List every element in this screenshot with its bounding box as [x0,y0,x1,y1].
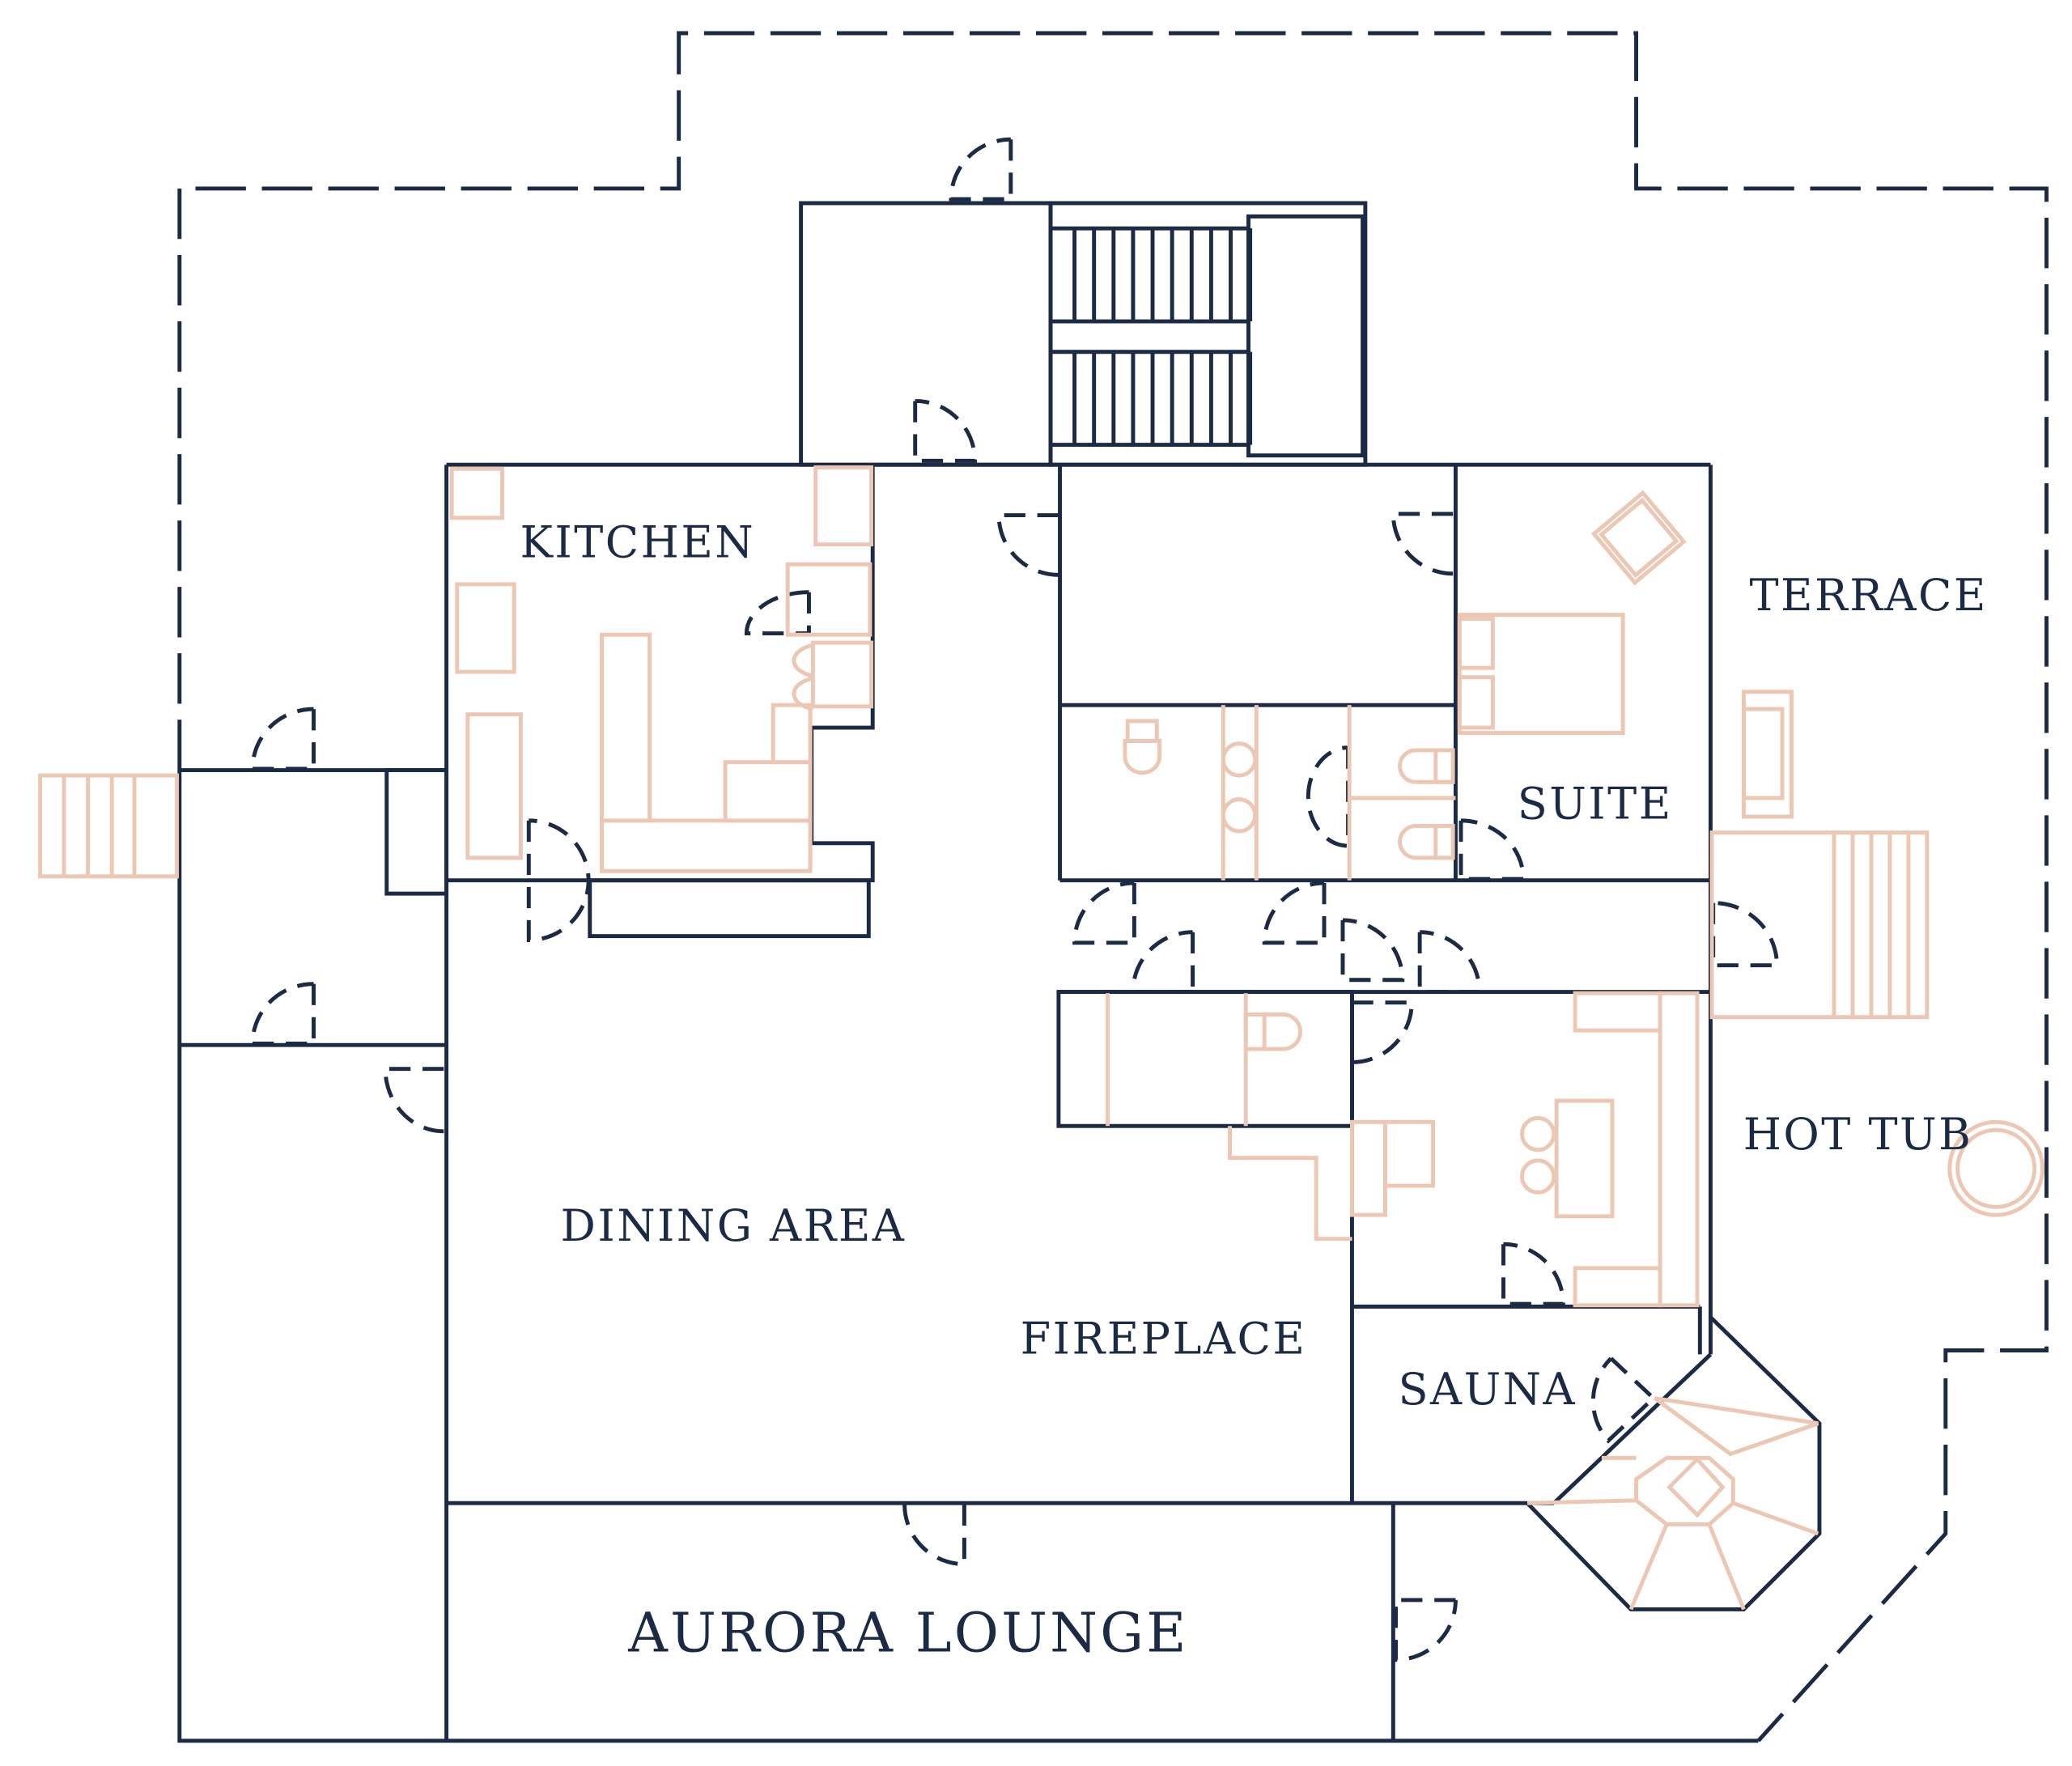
door-swing [1072,881,1136,945]
walls [177,201,1822,1743]
room-label-hot-tub: HOT TUB [1743,1109,1973,1160]
terrace-boundary [177,31,2049,1743]
door-swing [526,818,591,943]
door-swing [250,982,316,1046]
room-labels: KITCHEN TERRACE SUITE HOT TUB DINING ARE… [520,516,1987,1664]
room-label-terrace: TERRACE [1749,570,1987,621]
door-swing [1262,881,1327,945]
door-swing [1501,1242,1565,1306]
north-stairs [1051,226,1253,448]
room-label-sauna: SAUNA [1399,1364,1577,1415]
door-swing [1391,512,1454,576]
door-swing [1458,818,1526,881]
door-swing [1417,930,1482,994]
room-label-kitchen: KITCHEN [520,516,755,567]
door-swing [1352,1000,1414,1064]
door-swing [902,1504,966,1567]
door-swing [913,399,977,463]
door-swing [1590,1356,1657,1444]
furniture [38,465,2045,1611]
room-label-suite: SUITE [1518,778,1673,829]
doors [250,137,1779,1662]
door-swing [383,1067,444,1134]
door-swing [1306,745,1351,848]
door-swing [996,513,1059,577]
room-label-dining-area: DINING AREA [561,1200,906,1251]
door-swing [1131,930,1195,994]
door-swing [1394,1598,1458,1662]
door-swing [250,707,316,771]
door-swing [1711,901,1779,968]
room-label-fireplace: FIREPLACE [1021,1314,1307,1365]
room-label-aurora-lounge: AURORA LOUNGE [627,1601,1188,1664]
door-swing [744,590,811,636]
door-swing [1340,918,1405,983]
door-swing [949,137,1013,202]
